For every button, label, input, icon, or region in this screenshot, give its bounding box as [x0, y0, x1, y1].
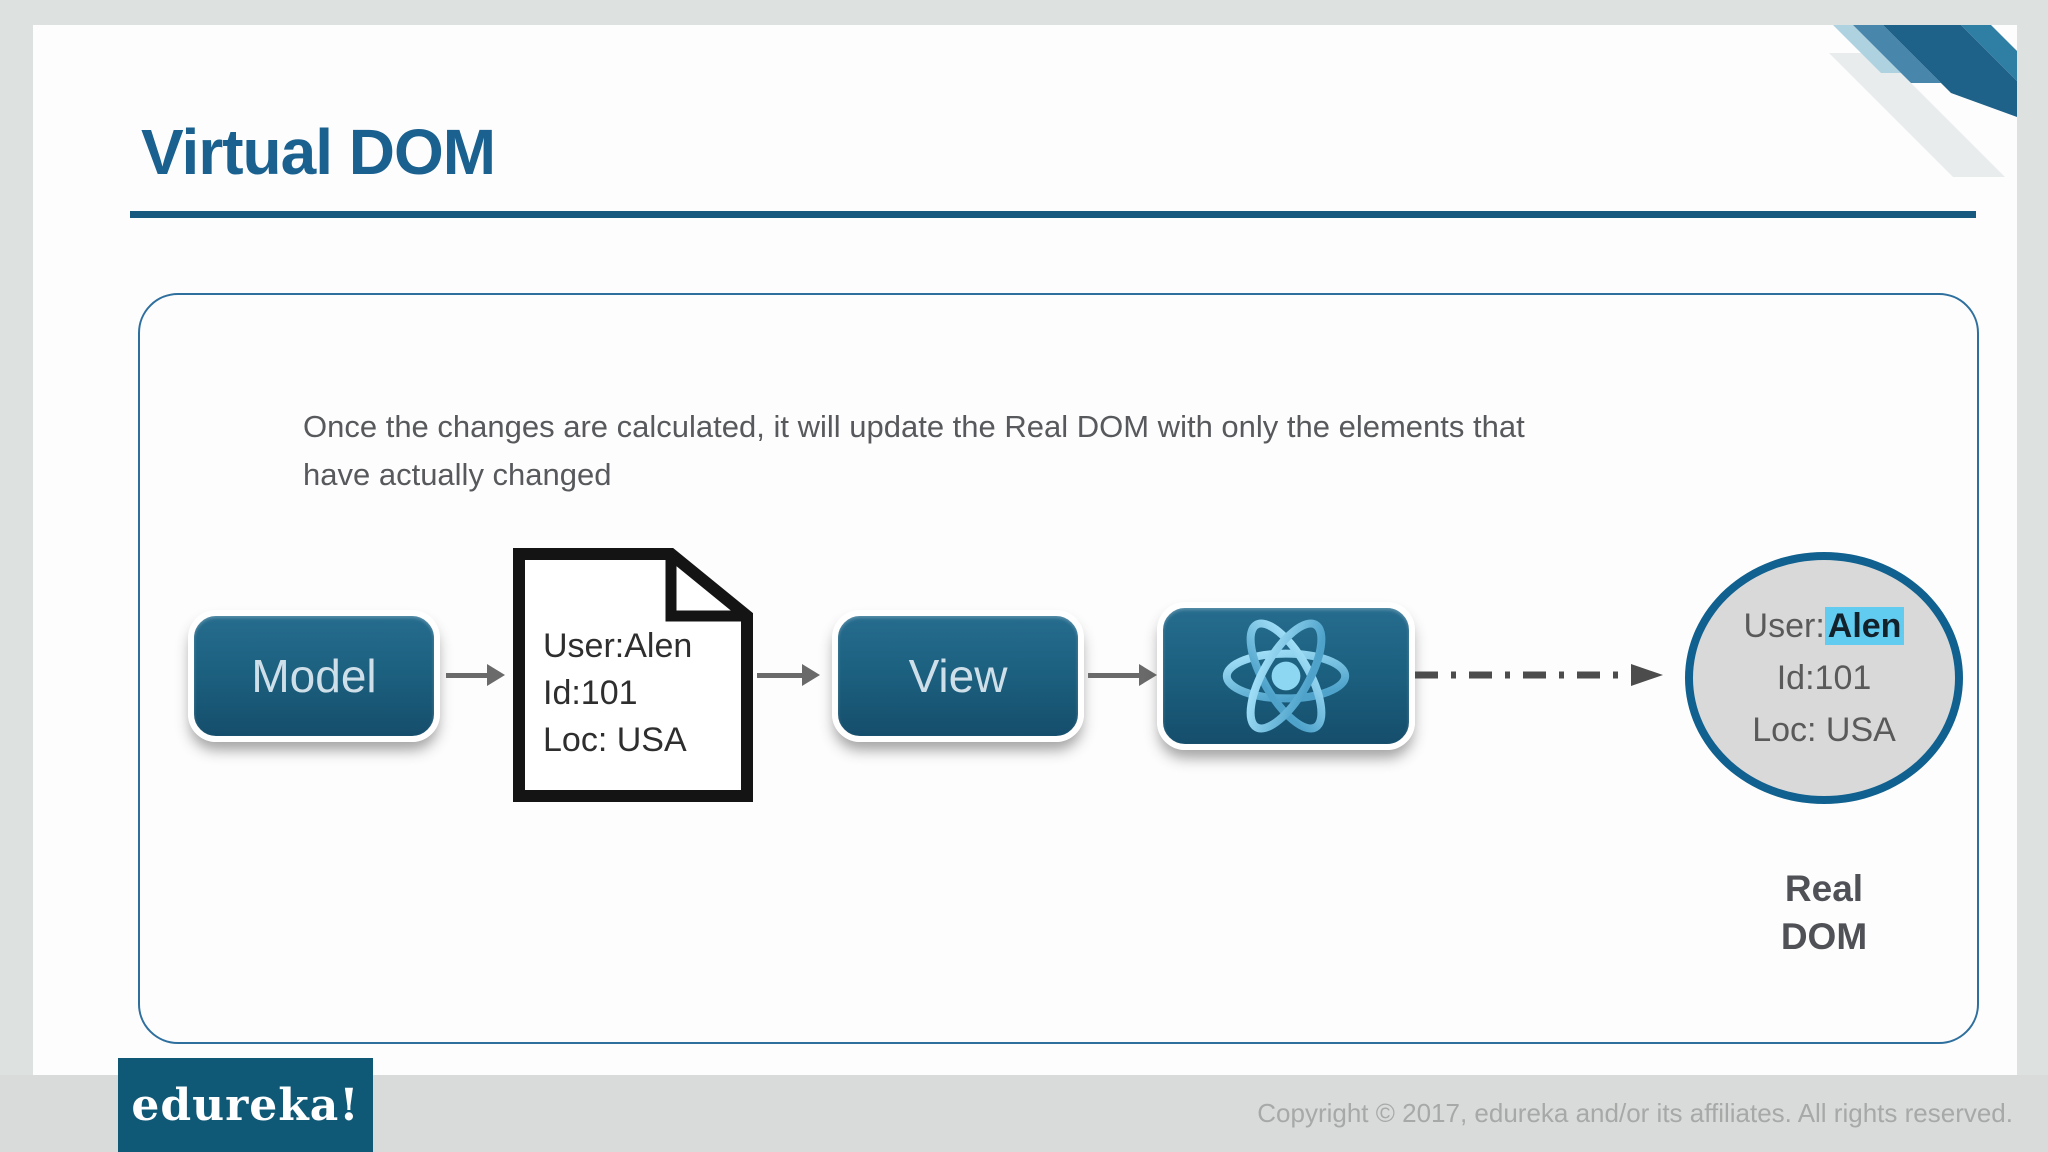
real-dom-label-line-2: DOM	[1780, 916, 1868, 957]
content-panel	[138, 293, 1979, 1044]
real-dom-user-line: User:Alen	[1744, 600, 1905, 652]
user-name-highlight: Alen	[1824, 607, 1905, 645]
model-label: Model	[251, 650, 377, 702]
arrow-right-icon	[757, 664, 820, 686]
node-view: View	[832, 610, 1084, 742]
edureka-logo-text: edureka!	[131, 1079, 360, 1131]
doc-line-user: User:Alen	[543, 627, 693, 665]
copyright-text: Copyright © 2017, edureka and/or its aff…	[1257, 1098, 2013, 1128]
virtual-dom-document-text: User:Alen Id:101 Loc: USA	[543, 623, 692, 764]
arrow-right-icon	[446, 664, 505, 686]
slide-canvas: Virtual DOM Once the changes are calcula…	[33, 25, 2017, 1075]
real-dom-label-line-1: Real	[1784, 868, 1864, 909]
react-logo-icon	[1222, 619, 1350, 733]
dashed-arrow-icon	[1415, 664, 1663, 686]
real-dom-circle: User:Alen Id:101 Loc: USA	[1685, 552, 1963, 804]
doc-line-id: Id:101	[543, 674, 638, 712]
real-dom-id-line: Id:101	[1776, 659, 1872, 697]
description-line-2: have actually changed	[303, 457, 612, 492]
corner-ribbons-decoration	[1829, 25, 2017, 177]
real-dom-loc-line: Loc: USA	[1752, 711, 1896, 749]
document-icon	[513, 548, 753, 802]
node-react	[1157, 602, 1415, 750]
doc-line-loc: Loc: USA	[543, 721, 687, 759]
view-label: View	[908, 650, 1008, 702]
description-line-1: Once the changes are calculated, it will…	[303, 409, 1525, 444]
description-text: Once the changes are calculated, it will…	[303, 403, 1823, 499]
edureka-logo: edureka!	[118, 1058, 373, 1152]
page-title: Virtual DOM	[141, 116, 496, 188]
user-prefix: User:	[1743, 607, 1825, 645]
real-dom-label: Real DOM	[1724, 865, 1924, 961]
arrow-right-icon	[1088, 664, 1157, 686]
title-underline	[130, 211, 1976, 218]
node-model: Model	[188, 610, 440, 742]
